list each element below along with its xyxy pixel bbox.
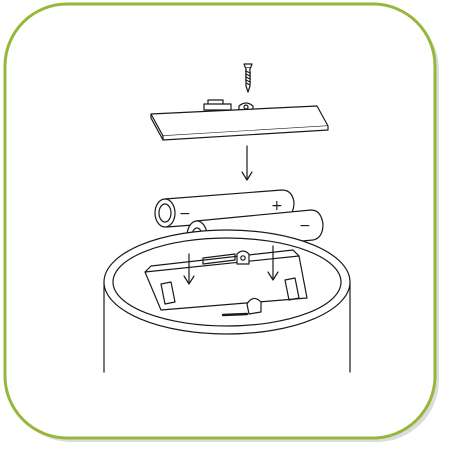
battery-installation-diagram: − + + − xyxy=(3,2,443,445)
battery-minus-label: − xyxy=(299,218,311,234)
instruction-card: − + + − xyxy=(3,2,443,445)
battery-minus-label: − xyxy=(179,206,191,222)
battery-plus-label: + xyxy=(271,198,283,214)
